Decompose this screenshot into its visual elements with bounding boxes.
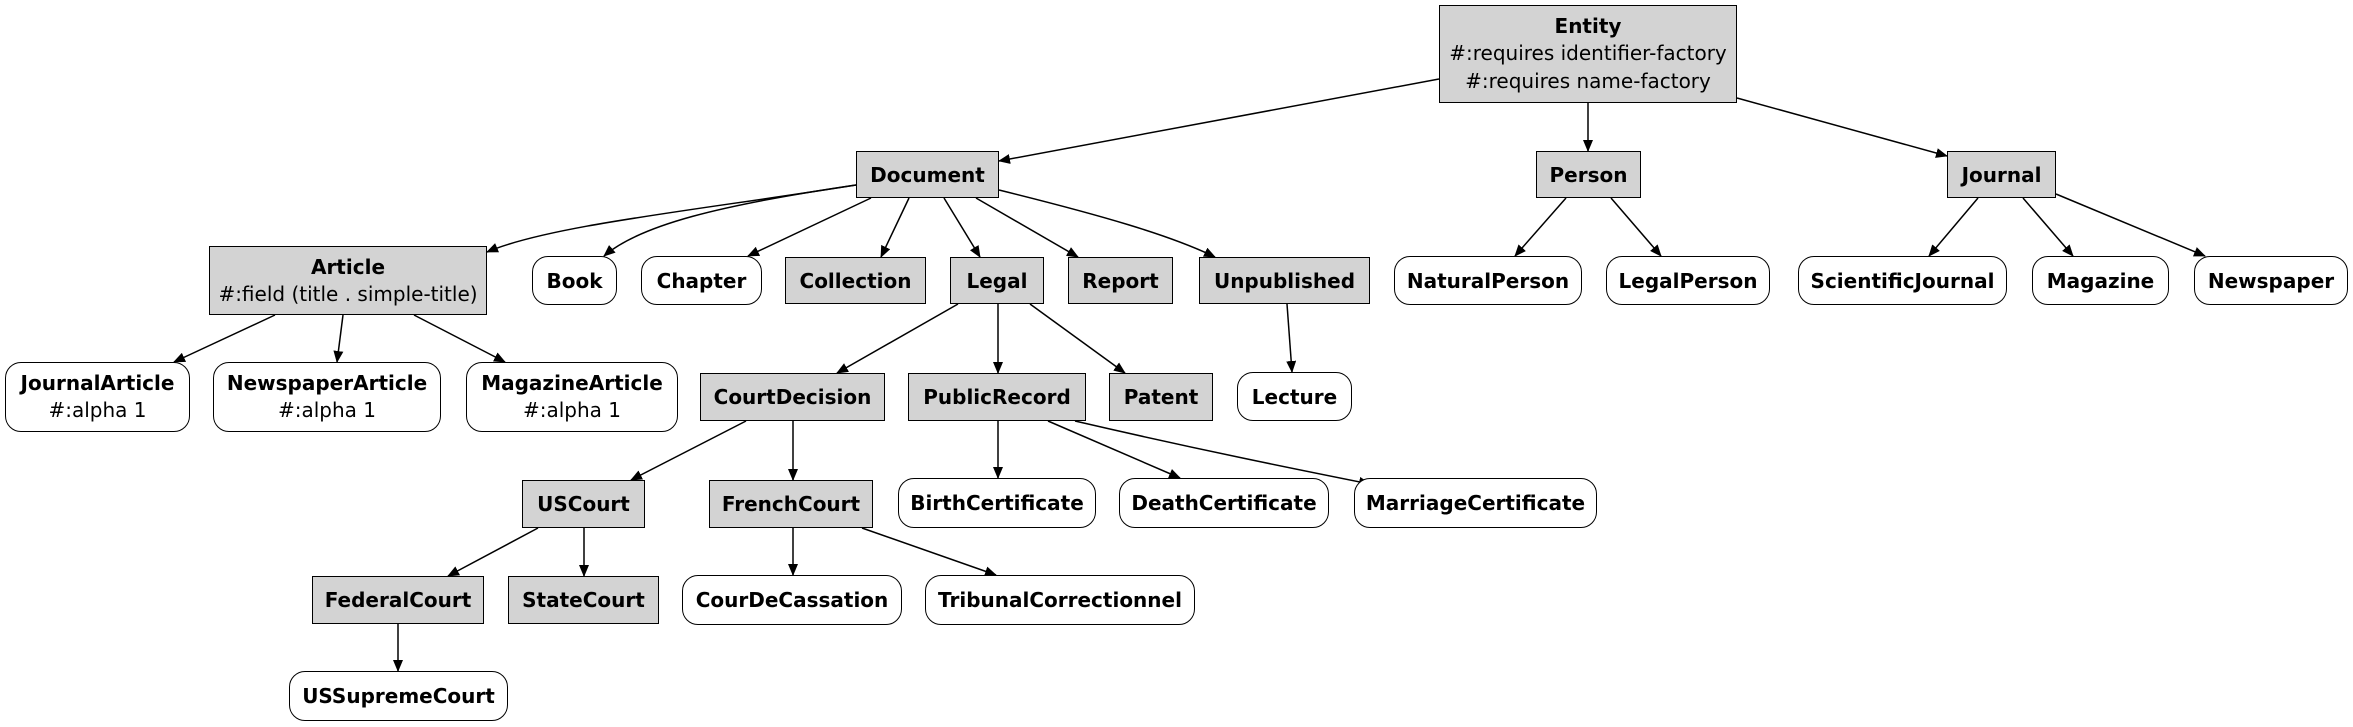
- edge-court-decision-to-us-court: [630, 420, 747, 481]
- edge-document-to-book: [603, 184, 857, 257]
- edge-article-to-magazine-article: [413, 314, 506, 363]
- node-report: Report: [1068, 257, 1173, 304]
- node-court-decision: CourtDecision: [700, 373, 885, 421]
- node-scientific-journal: ScientificJournal: [1798, 256, 2007, 305]
- edge-document-to-report: [975, 197, 1079, 258]
- edge-person-to-natural-person: [1514, 197, 1567, 257]
- node-scientific-journal-title: ScientificJournal: [1810, 268, 1995, 293]
- node-public-record: PublicRecord: [908, 373, 1086, 421]
- node-tribunal-correctionnel: TribunalCorrectionnel: [925, 575, 1195, 625]
- node-magazine-title: Magazine: [2046, 268, 2155, 293]
- node-book-title: Book: [546, 268, 603, 293]
- node-magazine-article: MagazineArticle #:alpha 1: [466, 362, 678, 432]
- node-us-court-title: USCourt: [537, 492, 630, 516]
- node-newspaper-article: NewspaperArticle #:alpha 1: [213, 362, 441, 432]
- node-newspaper-article-alpha: #:alpha 1: [277, 398, 377, 422]
- node-legal-title: Legal: [966, 268, 1028, 293]
- edge-us-court-to-federal-court: [447, 527, 539, 577]
- edge-public-record-to-death-certificate: [1047, 420, 1181, 479]
- node-cour-de-cassation: CourDeCassation: [682, 575, 902, 625]
- node-lecture: Lecture: [1237, 372, 1352, 421]
- edge-document-to-legal: [943, 197, 981, 258]
- edge-public-record-to-marriage-certificate: [1074, 420, 1371, 487]
- node-article-field: #:field (title . simple-title): [218, 281, 478, 306]
- node-french-court-title: FrenchCourt: [721, 492, 861, 516]
- edge-journal-to-scientific-journal: [1928, 197, 1979, 257]
- node-entity-requires-identifier-factory: #:requires identifier-factory: [1449, 41, 1727, 65]
- node-marriage-certificate-title: MarriageCertificate: [1365, 491, 1586, 515]
- edge-journal-to-magazine: [2022, 197, 2074, 257]
- node-document: Document: [856, 151, 999, 198]
- node-book: Book: [532, 256, 617, 305]
- node-death-certificate-title: DeathCertificate: [1131, 491, 1317, 515]
- edge-entity-to-document: [998, 78, 1440, 164]
- edge-legal-to-patent: [1029, 303, 1126, 374]
- node-unpublished: Unpublished: [1199, 257, 1370, 304]
- node-public-record-title: PublicRecord: [923, 385, 1071, 409]
- node-chapter: Chapter: [641, 256, 762, 305]
- node-cour-de-cassation-title: CourDeCassation: [695, 588, 889, 612]
- node-legal-person: LegalPerson: [1606, 256, 1770, 305]
- node-french-court: FrenchCourt: [709, 480, 873, 528]
- node-tribunal-correctionnel-title: TribunalCorrectionnel: [938, 588, 1182, 612]
- node-natural-person: NaturalPerson: [1394, 256, 1582, 305]
- node-patent: Patent: [1109, 373, 1213, 421]
- node-person-title: Person: [1549, 162, 1628, 187]
- node-entity-requires-name-factory: #:requires name-factory: [1465, 69, 1711, 93]
- edge-french-court-to-tribunal-correctionnel: [861, 527, 997, 577]
- edge-document-to-unpublished: [998, 189, 1216, 258]
- edge-entity-to-journal: [1736, 97, 1948, 158]
- edge-article-to-journal-article: [173, 314, 276, 363]
- edge-article-to-newspaper-article: [333, 314, 344, 363]
- node-magazine-article-alpha: #:alpha 1: [522, 398, 622, 422]
- node-person: Person: [1536, 151, 1641, 198]
- node-federal-court-title: FederalCourt: [324, 588, 472, 612]
- node-document-title: Document: [870, 162, 985, 187]
- node-article-title: Article: [310, 254, 386, 279]
- node-journal-article-alpha: #:alpha 1: [48, 398, 147, 422]
- node-legal: Legal: [950, 257, 1044, 304]
- node-journal-title: Journal: [1961, 162, 2042, 187]
- edge-document-to-chapter: [747, 197, 872, 257]
- node-magazine-article-title: MagazineArticle: [481, 371, 663, 395]
- node-us-court: USCourt: [522, 480, 645, 528]
- node-us-supreme-court-title: USSupremeCourt: [302, 684, 495, 708]
- node-journal-article-title: JournalArticle: [20, 371, 175, 395]
- node-collection: Collection: [785, 257, 926, 304]
- node-court-decision-title: CourtDecision: [713, 385, 872, 409]
- node-collection-title: Collection: [799, 268, 912, 293]
- node-newspaper: Newspaper: [2194, 256, 2348, 305]
- node-natural-person-title: NaturalPerson: [1406, 268, 1570, 293]
- node-unpublished-title: Unpublished: [1213, 268, 1356, 293]
- node-newspaper-article-title: NewspaperArticle: [226, 371, 428, 395]
- node-state-court: StateCourt: [508, 576, 659, 624]
- edge-unpublished-to-lecture: [1286, 303, 1297, 373]
- node-birth-certificate: BirthCertificate: [898, 478, 1096, 528]
- node-magazine: Magazine: [2032, 256, 2169, 305]
- edge-person-to-legal-person: [1610, 197, 1662, 257]
- node-journal: Journal: [1947, 151, 2056, 198]
- node-death-certificate: DeathCertificate: [1119, 478, 1329, 528]
- node-journal-article: JournalArticle #:alpha 1: [5, 362, 190, 432]
- node-chapter-title: Chapter: [656, 268, 747, 293]
- edge-legal-to-court-decision: [836, 303, 959, 374]
- node-us-supreme-court: USSupremeCourt: [289, 671, 508, 721]
- node-entity: Entity #:requires identifier-factory #:r…: [1439, 5, 1737, 103]
- edge-document-to-collection: [880, 197, 910, 258]
- node-federal-court: FederalCourt: [312, 576, 484, 624]
- node-marriage-certificate: MarriageCertificate: [1354, 478, 1597, 528]
- node-newspaper-title: Newspaper: [2207, 268, 2335, 293]
- node-state-court-title: StateCourt: [522, 588, 645, 612]
- node-entity-title: Entity: [1554, 14, 1622, 38]
- node-legal-person-title: LegalPerson: [1618, 268, 1758, 293]
- node-birth-certificate-title: BirthCertificate: [910, 491, 1084, 515]
- edge-document-to-article: [486, 184, 857, 253]
- node-report-title: Report: [1082, 268, 1159, 293]
- node-patent-title: Patent: [1123, 385, 1199, 409]
- node-lecture-title: Lecture: [1251, 384, 1338, 409]
- edge-journal-to-newspaper: [2055, 193, 2206, 257]
- node-article: Article #:field (title . simple-title): [209, 246, 487, 315]
